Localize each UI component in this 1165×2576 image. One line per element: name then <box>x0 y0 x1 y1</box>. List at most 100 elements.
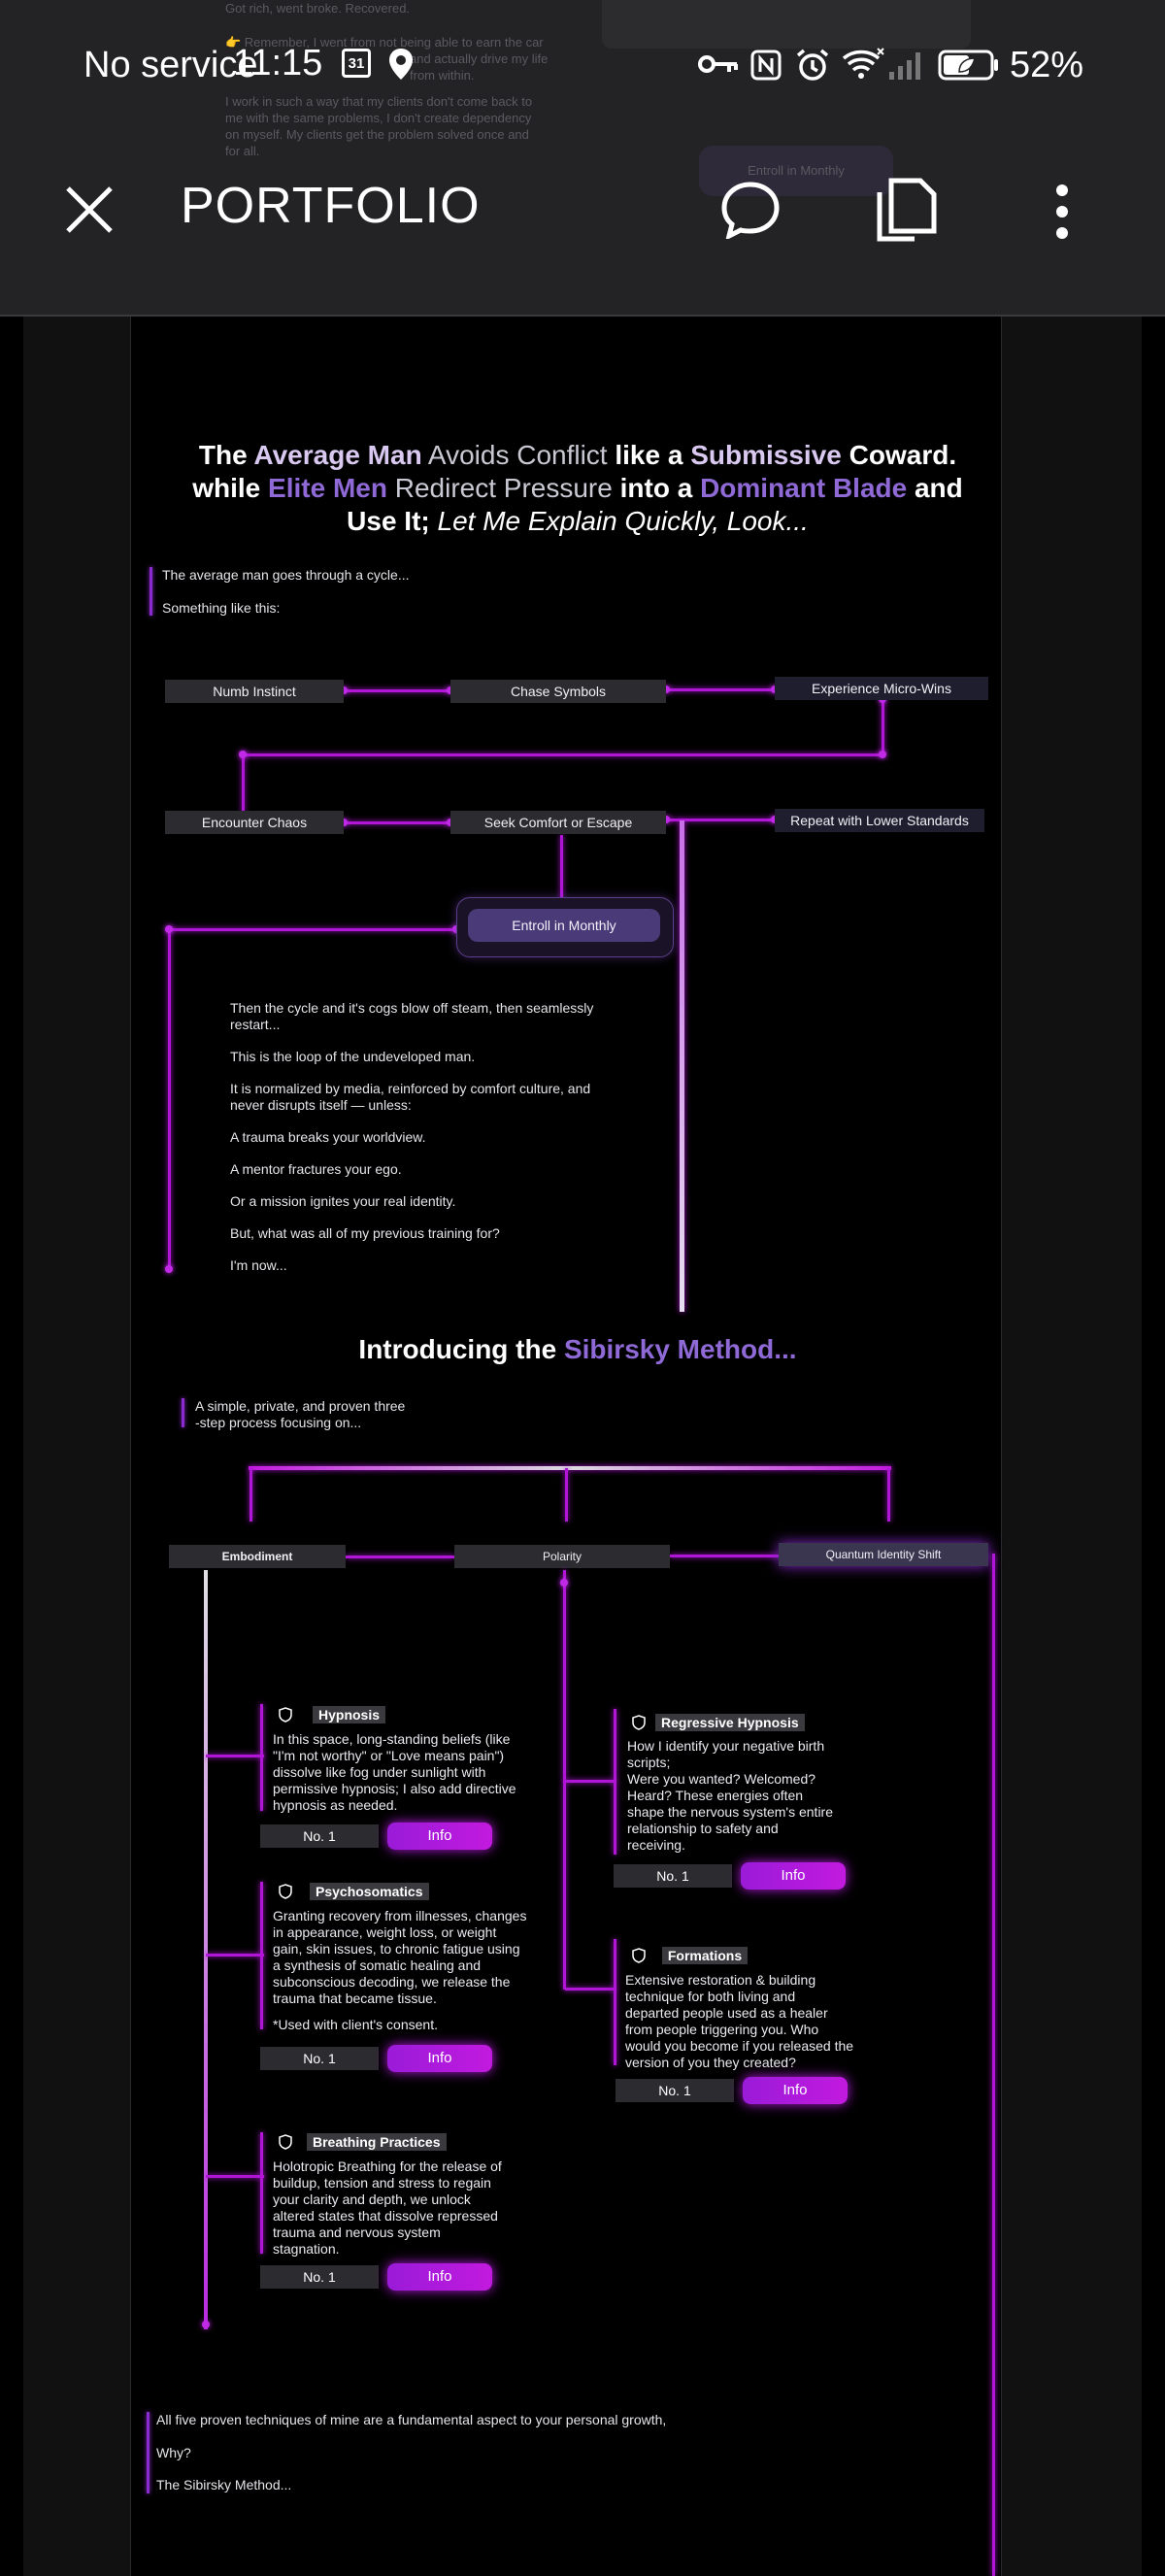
connector-dot <box>340 819 348 826</box>
ghost-line: I work in such a way that my clients don… <box>225 94 533 109</box>
connector-dot <box>239 751 247 758</box>
card-number-badge: No. 1 <box>260 2047 379 2070</box>
card-title-psychosomatics: Psychosomatics <box>310 1883 429 1900</box>
connector-line <box>260 1882 263 2029</box>
card-line: permissive hypnosis; I also add directiv… <box>273 1781 516 1796</box>
shield-icon <box>279 1884 292 1899</box>
copy-icon[interactable] <box>874 177 938 243</box>
method-title-highlight: Sibirsky Method... <box>563 1334 797 1364</box>
connector-line <box>565 1468 568 1522</box>
battery-icon <box>938 50 998 81</box>
info-button-formations[interactable]: Info <box>743 2077 848 2104</box>
connector-line <box>666 688 775 691</box>
cycle-node-encounter-chaos: Encounter Chaos <box>165 811 344 834</box>
shield-icon <box>279 1707 292 1723</box>
card-line: technique for both living and <box>625 1989 796 2004</box>
info-button-psychosomatics[interactable]: Info <box>387 2045 492 2072</box>
body-line: never disrupts itself — unless: <box>230 1097 412 1113</box>
card-line: Heard? These energies often <box>627 1788 804 1803</box>
connector-line <box>242 753 884 756</box>
body-line: I'm now... <box>230 1257 287 1273</box>
card-line: a synthesis of somatic healing and <box>273 1957 482 1973</box>
cycle-node-micro-wins: Experience Micro-Wins <box>775 677 988 700</box>
connector-dot <box>165 1265 173 1273</box>
connector-line <box>614 1709 616 1855</box>
close-icon[interactable] <box>62 183 116 237</box>
headline-text: Avoids Conflict <box>421 440 608 470</box>
connector-line <box>560 835 563 899</box>
connector-line <box>346 1556 454 1558</box>
connector-dot <box>879 751 886 758</box>
body-line: A trauma breaks your worldview. <box>230 1129 426 1145</box>
card-line: version of you they created? <box>625 2055 796 2070</box>
card-title-breathing: Breathing Practices <box>307 2133 447 2151</box>
card-text-hypnosis: In this space, long-standing beliefs (li… <box>273 1731 564 1814</box>
connector-dot <box>560 1579 568 1587</box>
card-line: Were you wanted? Welcomed? <box>627 1771 816 1787</box>
card-line: buildup, tension and stress to regain <box>273 2175 491 2191</box>
card-line: from people triggering you. Who <box>625 2022 819 2037</box>
connector-line <box>666 819 775 821</box>
body-line: restart... <box>230 1017 281 1032</box>
headline-text: Redirect Pressure <box>386 473 613 503</box>
enroll-monthly-button[interactable]: Entroll in Monthly <box>468 909 660 942</box>
comment-icon[interactable] <box>720 181 781 239</box>
ghost-image <box>602 0 971 49</box>
headline-text: The <box>198 440 254 470</box>
connector-line <box>206 1954 264 1957</box>
info-button-regressive[interactable]: Info <box>741 1862 846 1890</box>
page-title: PORTFOLIO <box>181 178 481 234</box>
quote-bar <box>182 1398 184 1427</box>
card-number-badge: No. 1 <box>616 2079 734 2102</box>
page-gutter-right <box>1000 317 1142 2576</box>
connector-line <box>344 689 450 692</box>
card-line: shape the nervous system's entire <box>627 1804 834 1820</box>
ghost-line: Got rich, went broke. Recovered. <box>225 1 411 16</box>
headline-text: while <box>192 473 269 503</box>
clock-time: 11:15 <box>233 43 323 84</box>
body-line: Then the cycle and it's cogs blow off st… <box>230 1000 594 1016</box>
cycle-description: Then the cycle and it's cogs blow off st… <box>230 1000 677 1274</box>
card-number-badge: No. 1 <box>260 1824 379 1848</box>
footer-quote-line: All five proven techniques of mine are a… <box>156 2412 667 2427</box>
background-ghost-text: Got rich, went broke. Recovered. 👉 Remem… <box>225 0 594 159</box>
card-title-formations: Formations <box>662 1947 748 1964</box>
headline-italic: Let Me Explain Quickly, Look... <box>429 506 809 536</box>
shield-icon <box>632 1948 646 1963</box>
headline-text: like a <box>607 440 691 470</box>
ghost-line: me with the same problems, I don't creat… <box>225 111 532 125</box>
connector-dot <box>662 816 670 823</box>
card-text-psychosomatics: Granting recovery from illnesses, change… <box>273 1908 564 2033</box>
body-line: Or a mission ignites your real identity. <box>230 1193 456 1209</box>
top-bar: Got rich, went broke. Recovered. 👉 Remem… <box>0 0 1165 317</box>
carrier-text: No service <box>83 45 258 85</box>
location-icon <box>389 49 413 80</box>
card-text-breathing: Holotropic Breathing for the release of … <box>273 2158 564 2258</box>
alarm-icon <box>796 49 829 81</box>
card-line: stagnation. <box>273 2241 340 2257</box>
card-title-regressive: Regressive Hypnosis <box>655 1714 805 1731</box>
body-line: But, what was all of my previous trainin… <box>230 1225 500 1241</box>
connector-dot <box>165 925 173 933</box>
cycle-node-numb-instinct: Numb Instinct <box>165 680 344 703</box>
info-button-hypnosis[interactable]: Info <box>387 1823 492 1850</box>
card-title-hypnosis: Hypnosis <box>313 1706 386 1723</box>
connector-line <box>242 753 245 814</box>
connector-line <box>168 928 171 1270</box>
ghost-line: and actually drive my life <box>410 51 549 66</box>
intro-quote-line: The average man goes through a cycle... <box>162 567 410 583</box>
more-vert-icon[interactable] <box>1050 183 1074 241</box>
connector-dot <box>340 686 348 694</box>
key-icon <box>698 55 738 73</box>
card-line: in appearance, weight loss, or weight <box>273 1924 497 1940</box>
card-line: In this space, long-standing beliefs (li… <box>273 1731 511 1747</box>
ghost-cta: Entroll in Monthly <box>699 146 893 196</box>
page-gutter-left <box>23 317 130 2576</box>
method-title-text: Introducing the <box>358 1334 564 1364</box>
quote-bar <box>150 567 152 616</box>
ghost-line: 👉 Remember, I went from not being able t… <box>225 35 544 50</box>
info-button-breathing[interactable]: Info <box>387 2263 492 2291</box>
card-footnote: *Used with client's consent. <box>273 2017 438 2032</box>
connector-line <box>614 1939 616 2065</box>
headline-text: Use It; <box>347 506 430 536</box>
